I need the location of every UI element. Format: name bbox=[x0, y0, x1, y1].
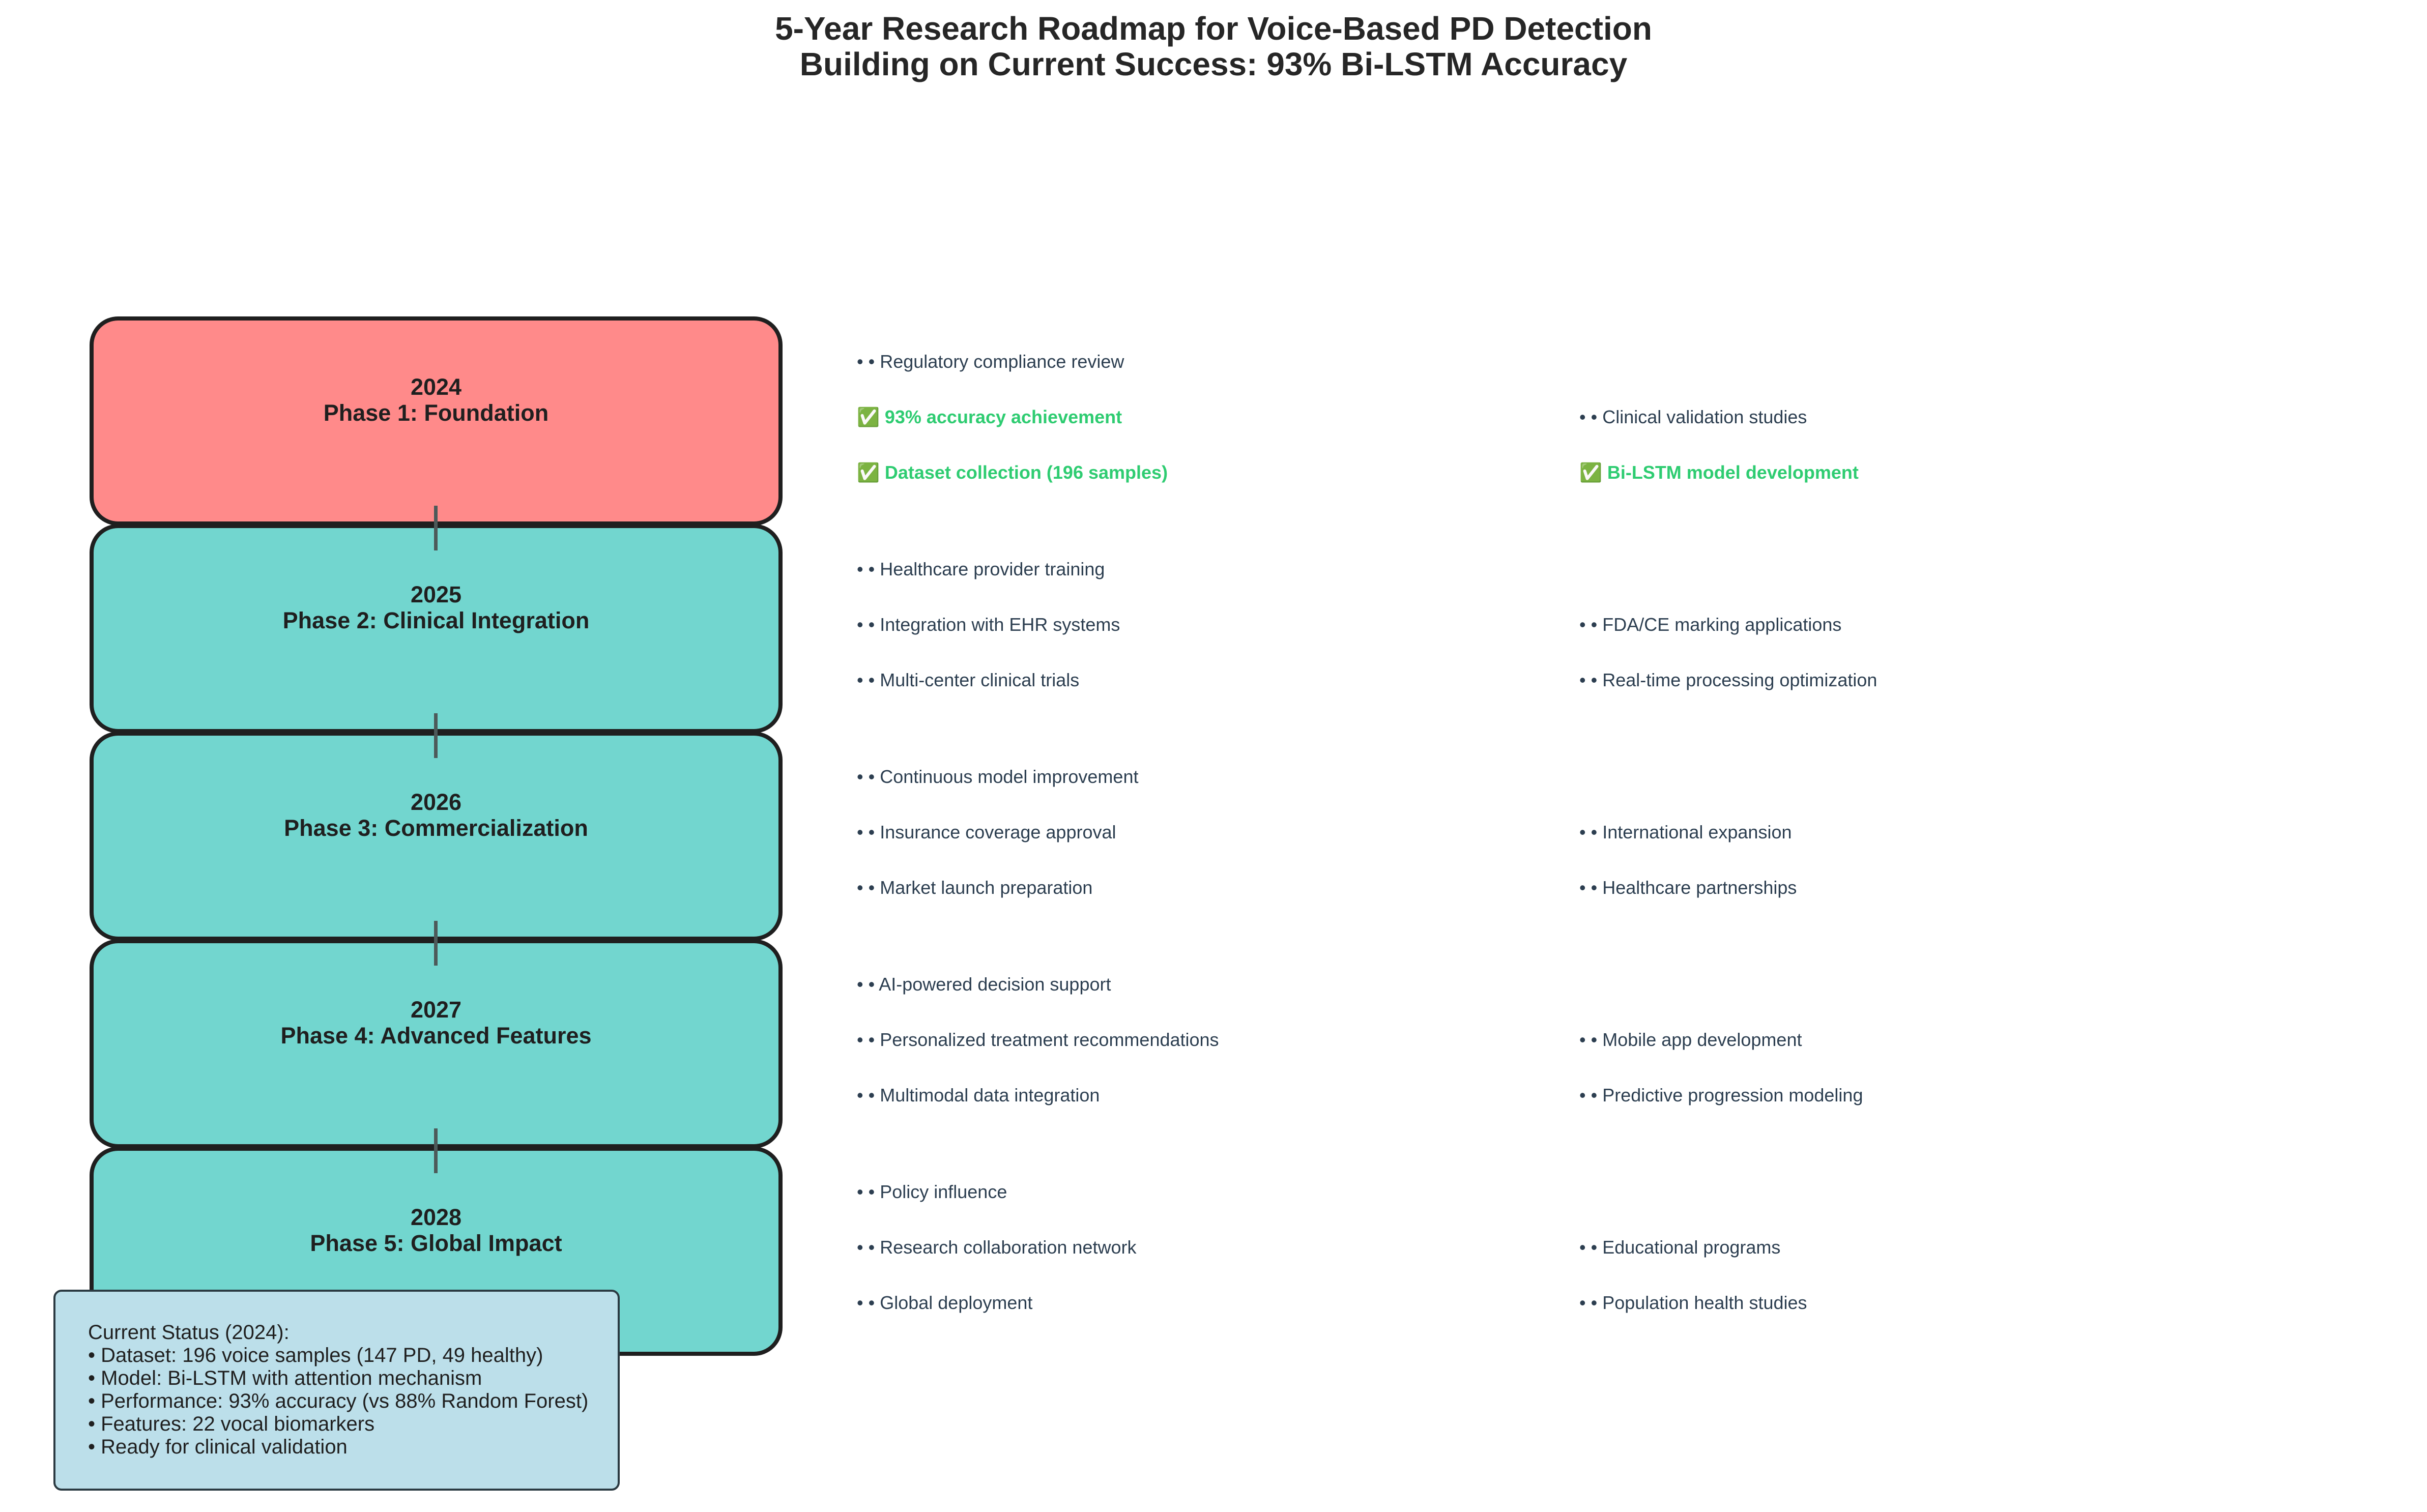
phase-title: Phase 5: Global Impact bbox=[310, 1230, 562, 1256]
milestone-item: • • Integration with EHR systems bbox=[857, 614, 1120, 635]
milestone-item: • • Clinical validation studies bbox=[1579, 406, 1807, 427]
milestone-item: • • Mobile app development bbox=[1579, 1029, 1802, 1050]
milestone-item: • • Research collaboration network bbox=[857, 1237, 1137, 1258]
phase-title: Phase 4: Advanced Features bbox=[280, 1023, 592, 1049]
phase-year: 2027 bbox=[410, 997, 462, 1023]
phase-box-2024: 2024 Phase 1: Foundation bbox=[90, 316, 783, 526]
milestone-item: • • Insurance coverage approval bbox=[857, 822, 1116, 842]
milestone-item: • • Regulatory compliance review bbox=[857, 351, 1124, 372]
phase-title: Phase 1: Foundation bbox=[323, 400, 549, 426]
milestone-item: • • Personalized treatment recommendatio… bbox=[857, 1029, 1219, 1050]
milestone-item: • • Multimodal data integration bbox=[857, 1085, 1100, 1106]
roadmap-subtitle: Building on Current Success: 93% Bi-LSTM… bbox=[799, 46, 1628, 82]
phase-box-2026: 2026 Phase 3: Commercialization bbox=[90, 732, 783, 941]
phase-connector bbox=[434, 713, 438, 758]
milestone-item: • • FDA/CE marking applications bbox=[1579, 614, 1842, 635]
phase-title: Phase 3: Commercialization bbox=[284, 815, 588, 841]
milestone-item: • • Population health studies bbox=[1579, 1292, 1807, 1313]
status-line: • Performance: 93% accuracy (vs 88% Rand… bbox=[88, 1390, 589, 1412]
milestone-item-done: ✅ Bi-LSTM model development bbox=[1579, 462, 1859, 483]
milestone-item: • • Educational programs bbox=[1579, 1237, 1781, 1258]
phase-connector bbox=[434, 1128, 438, 1173]
milestone-item: • • Global deployment bbox=[857, 1292, 1033, 1313]
status-line: • Ready for clinical validation bbox=[88, 1436, 348, 1458]
milestone-item: • • AI-powered decision support bbox=[857, 974, 1111, 995]
phase-year: 2028 bbox=[410, 1204, 462, 1230]
status-line: • Features: 22 vocal biomarkers bbox=[88, 1413, 375, 1435]
milestone-item: • • Healthcare provider training bbox=[857, 559, 1105, 579]
phase-year: 2024 bbox=[410, 374, 462, 400]
milestone-item-done: ✅ Dataset collection (196 samples) bbox=[857, 462, 1168, 483]
milestone-item: • • Predictive progression modeling bbox=[1579, 1085, 1863, 1106]
phase-year: 2026 bbox=[410, 789, 462, 815]
phase-connector bbox=[434, 506, 438, 550]
current-status-box: Current Status (2024): • Dataset: 196 vo… bbox=[53, 1290, 620, 1491]
status-line: • Dataset: 196 voice samples (147 PD, 49… bbox=[88, 1344, 543, 1366]
phase-box-2025: 2025 Phase 2: Clinical Integration bbox=[90, 524, 783, 733]
milestone-item: • • Real-time processing optimization bbox=[1579, 670, 1877, 690]
milestone-item: • • Healthcare partnerships bbox=[1579, 877, 1797, 898]
status-heading: Current Status (2024): bbox=[88, 1321, 290, 1344]
phase-year: 2025 bbox=[410, 581, 462, 607]
phase-title: Phase 2: Clinical Integration bbox=[282, 607, 590, 633]
milestone-item: • • International expansion bbox=[1579, 822, 1792, 842]
phase-connector bbox=[434, 921, 438, 966]
milestone-item-done: ✅ 93% accuracy achievement bbox=[857, 406, 1122, 427]
milestone-item: • • Policy influence bbox=[857, 1181, 1007, 1202]
milestone-item: • • Multi-center clinical trials bbox=[857, 670, 1080, 690]
status-line: • Model: Bi-LSTM with attention mechanis… bbox=[88, 1367, 482, 1389]
roadmap-title: 5-Year Research Roadmap for Voice-Based … bbox=[775, 10, 1652, 47]
phase-box-2027: 2027 Phase 4: Advanced Features bbox=[90, 939, 783, 1148]
milestone-item: • • Market launch preparation bbox=[857, 877, 1093, 898]
milestone-item: • • Continuous model improvement bbox=[857, 766, 1139, 787]
